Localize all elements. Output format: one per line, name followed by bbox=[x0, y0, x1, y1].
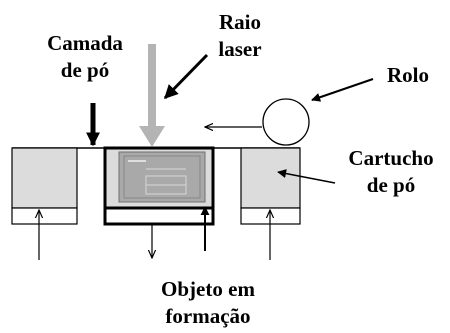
label-raio-laser: Raio laser bbox=[218, 10, 262, 61]
arrow-rolo bbox=[311, 78, 374, 102]
label-camada-de-po: Camada de pó bbox=[47, 31, 123, 82]
laser-beam-tip bbox=[139, 126, 165, 147]
left-cartridge-piston bbox=[11, 207, 78, 225]
arrow-raio-laser bbox=[163, 53, 209, 100]
arrow-cartucho-de-po bbox=[277, 169, 336, 184]
left-powder-cartridge bbox=[11, 147, 78, 209]
label-objeto-em-formacao: Objeto em formação bbox=[161, 277, 255, 328]
object-in-formation bbox=[118, 151, 206, 203]
right-powder-cartridge bbox=[240, 147, 301, 209]
label-cartucho-de-po: Cartucho de pó bbox=[348, 146, 434, 197]
roller bbox=[262, 98, 310, 146]
build-piston bbox=[103, 206, 215, 226]
label-rolo: Rolo bbox=[387, 63, 429, 87]
